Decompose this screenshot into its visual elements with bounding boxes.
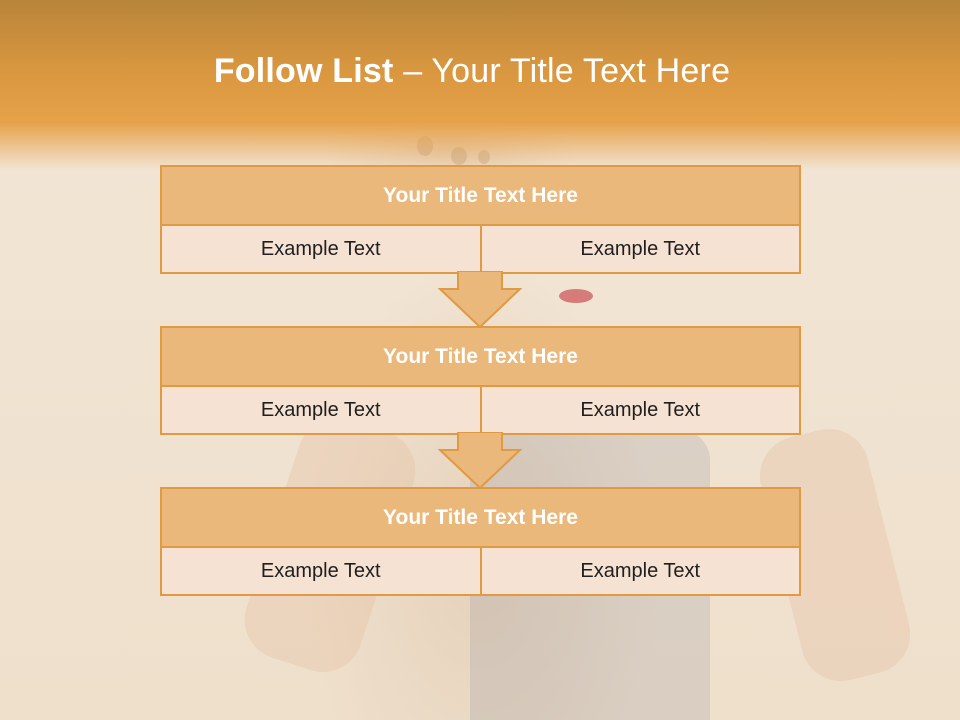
block-cell-right: Example Text	[479, 548, 799, 594]
down-arrow-icon	[438, 271, 522, 329]
block-cell-left: Example Text	[162, 387, 480, 433]
page-title: Follow List – Your Title Text Here	[0, 52, 944, 91]
block-row: Example Text Example Text	[162, 226, 799, 272]
block-title: Your Title Text Here	[162, 489, 799, 548]
page-title-bold: Follow List	[213, 52, 394, 90]
block-cell-right: Example Text	[479, 226, 799, 272]
header-band	[0, 0, 960, 170]
block-title: Your Title Text Here	[162, 167, 799, 226]
list-block-1: Your Title Text Here Example Text Exampl…	[160, 165, 801, 274]
block-title: Your Title Text Here	[162, 328, 799, 387]
down-arrow-icon	[438, 432, 522, 490]
block-row: Example Text Example Text	[162, 387, 799, 433]
block-cell-right: Example Text	[479, 387, 799, 433]
block-cell-left: Example Text	[162, 548, 480, 594]
list-block-2: Your Title Text Here Example Text Exampl…	[160, 326, 801, 435]
block-cell-left: Example Text	[162, 226, 480, 272]
page-title-rest: – Your Title Text Here	[393, 52, 731, 90]
list-block-3: Your Title Text Here Example Text Exampl…	[160, 487, 801, 596]
block-row: Example Text Example Text	[162, 548, 799, 594]
